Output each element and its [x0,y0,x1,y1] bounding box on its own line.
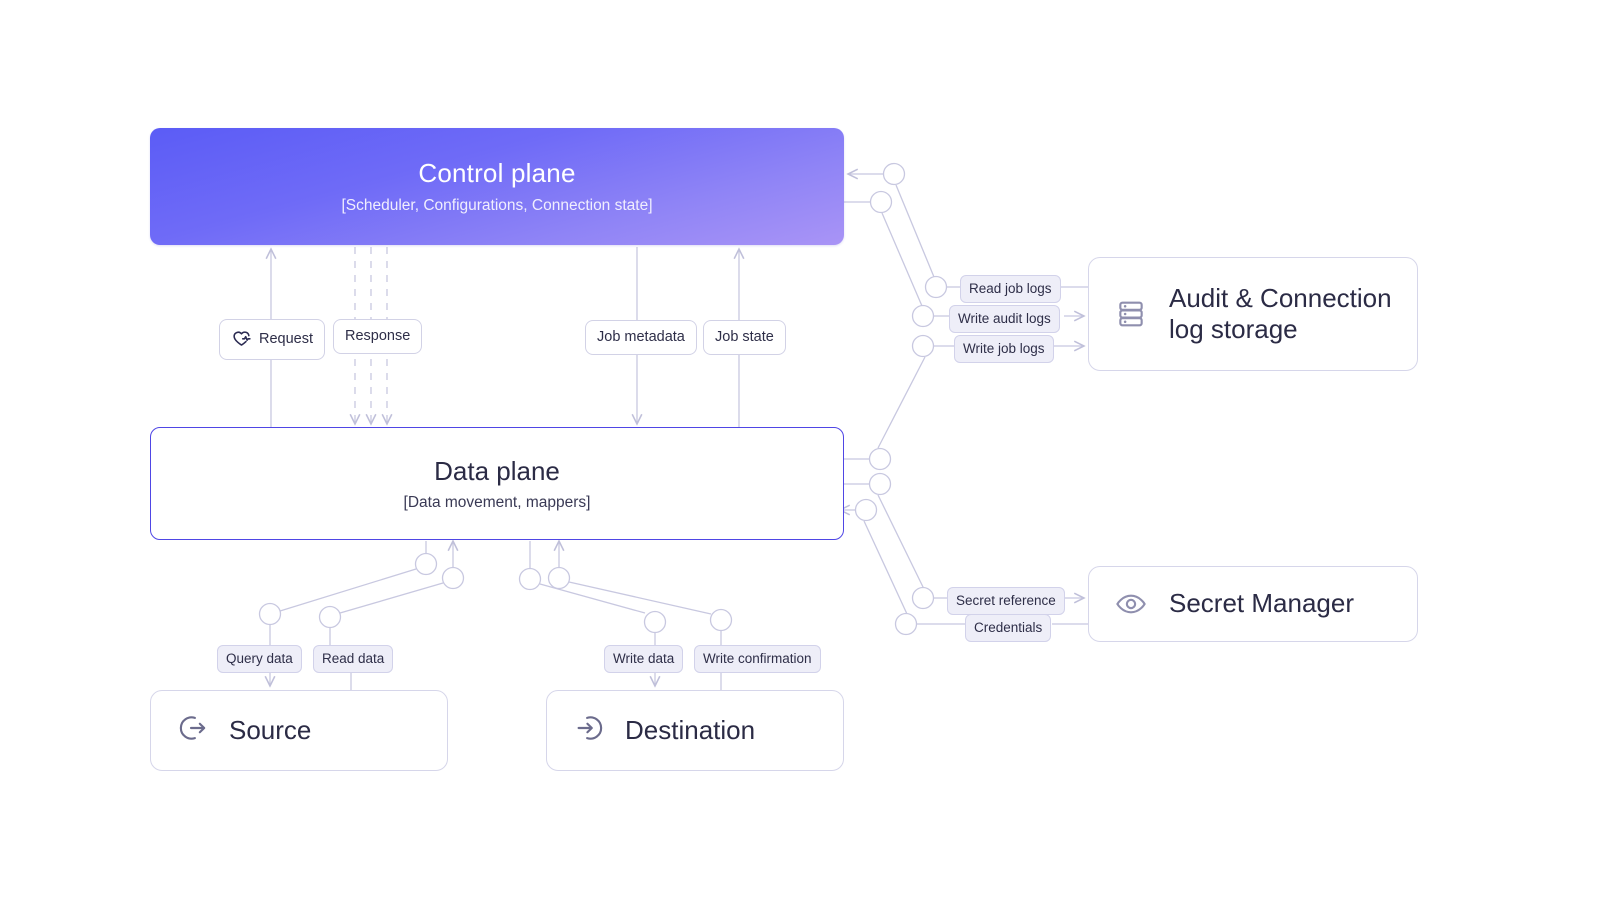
secret-manager-card[interactable]: Secret Manager [1088,566,1418,642]
chip-job-state-label: Job state [715,329,774,345]
data-plane-subtitle: [Data movement, mappers] [403,493,591,511]
chip-write-confirmation[interactable]: Write confirmation [694,645,821,673]
connector-node [643,610,667,634]
chip-write-job-logs-label: Write job logs [963,341,1045,356]
connector-node [547,566,571,590]
wire-read-diag [339,582,444,614]
wire-dp-to-secretref [877,494,925,590]
secret-card-label: Secret Manager [1169,588,1354,619]
chip-write-data[interactable]: Write data [604,645,684,673]
chip-secret-reference[interactable]: Secret reference [947,587,1065,615]
chip-read-job-logs[interactable]: Read job logs [960,275,1061,303]
destination-box[interactable]: Destination [546,690,844,771]
connector-node [911,304,935,328]
chip-job-metadata-label: Job metadata [597,329,685,345]
chip-read-data[interactable]: Read data [313,645,394,673]
eye-icon [1115,588,1147,620]
wire-query-diag [279,568,417,612]
connector-node [924,275,948,299]
connector-node [894,612,918,636]
chip-response[interactable]: Response [333,319,423,354]
chip-secret-reference-label: Secret reference [956,593,1056,608]
source-box[interactable]: Source [150,690,448,771]
source-label: Source [229,715,312,745]
wire-confirm-diag [568,581,712,615]
wire-cp-to-readjoblogs [895,184,935,278]
chip-write-job-logs[interactable]: Write job logs [954,335,1054,363]
connector-node [868,447,892,471]
connector-node [518,567,542,591]
connector-node [258,602,282,626]
wire-cp-to-writeauditlogs [881,212,923,307]
chip-request-label: Request [259,331,314,348]
control-plane-title: Control plane [418,158,576,189]
arrow-out-circle-icon [177,712,209,749]
control-plane-subtitle: [Scheduler, Configurations, Connection s… [341,196,653,214]
chip-query-data[interactable]: Query data [217,645,302,673]
control-plane-box[interactable]: Control plane [Scheduler, Configurations… [150,128,844,245]
chip-write-confirmation-label: Write confirmation [703,651,812,666]
connector-node [868,472,892,496]
chip-read-job-logs-label: Read job logs [969,281,1052,296]
arrow-in-circle-icon [573,712,605,749]
connector-node [318,605,342,629]
connector-node [869,190,893,214]
database-stack-icon [1115,298,1147,330]
chip-write-data-label: Write data [613,651,675,666]
wire-dp-to-writejoblogs [877,356,926,449]
chip-write-audit-logs[interactable]: Write audit logs [949,305,1060,333]
connector-node [709,608,733,632]
data-plane-box[interactable]: Data plane [Data movement, mappers] [150,427,844,540]
wire-write-diag [539,583,646,614]
chip-job-state[interactable]: Job state [703,320,786,355]
connector-node [882,162,906,186]
chip-credentials-label: Credentials [974,620,1043,635]
chip-write-audit-logs-label: Write audit logs [958,311,1051,326]
chip-query-data-label: Query data [226,651,293,666]
chip-read-data-label: Read data [322,651,385,666]
connector-node [414,552,438,576]
chip-credentials[interactable]: Credentials [965,614,1052,642]
connector-node [854,498,878,522]
chip-job-metadata[interactable]: Job metadata [585,320,697,355]
wire-dp-to-credentials [863,520,908,615]
connector-node [911,586,935,610]
chip-request[interactable]: Request [219,319,326,360]
heart-pulse-icon [231,329,252,350]
data-plane-title: Data plane [434,455,560,486]
destination-label: Destination [625,715,756,745]
chip-response-label: Response [345,328,411,344]
connector-node [911,334,935,358]
connector-node [441,566,465,590]
